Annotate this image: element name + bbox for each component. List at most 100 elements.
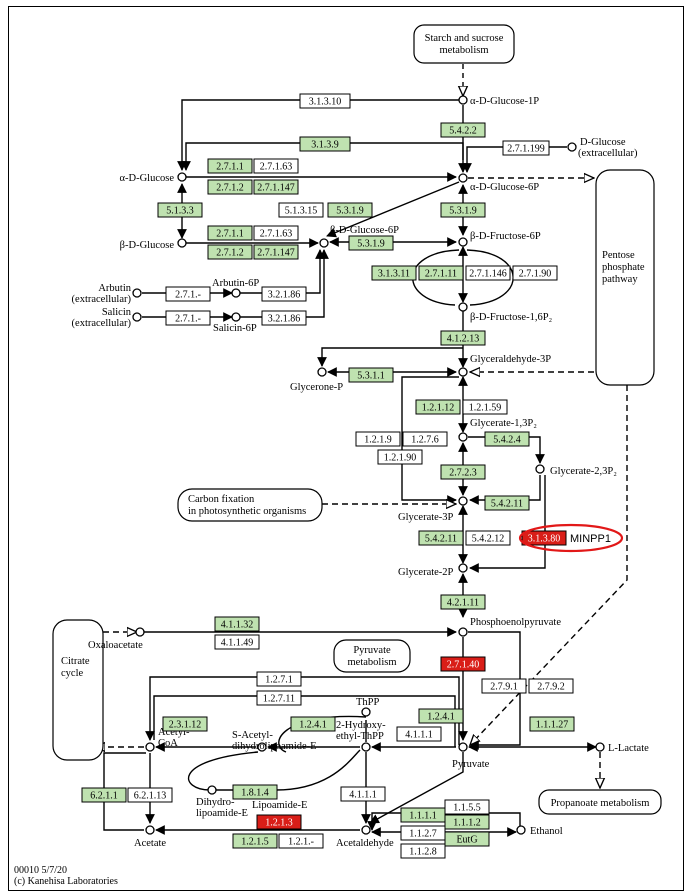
enzyme-4-1-2-13[interactable]: 4.1.2.13 bbox=[440, 330, 486, 346]
enzyme-2-7-1-11[interactable]: 2.7.1.11 bbox=[418, 265, 464, 281]
enzyme-label: 2.7.1.- bbox=[175, 290, 201, 301]
pathway-propanoate[interactable]: Propanoate metabolism bbox=[538, 789, 662, 815]
node-oxaloacetate bbox=[135, 627, 145, 637]
edge-pyr-acald bbox=[369, 752, 464, 824]
pathway-carbon-fixation[interactable]: Carbon fixation in photosynthetic organi… bbox=[177, 488, 323, 522]
enzyme-1-1-2-8[interactable]: 1.1.2.8 bbox=[400, 843, 446, 859]
enzyme-2-3-1-12[interactable]: 2.3.1.12 bbox=[162, 716, 208, 732]
label-thpp: ThPP bbox=[356, 697, 380, 708]
enzyme-box bbox=[348, 367, 394, 383]
enzyme-5-4-2-11[interactable]: 5.4.2.11 bbox=[484, 495, 530, 511]
edge-f16p-glycerone bbox=[317, 347, 463, 367]
pathway-citrate-cycle[interactable]: Citrate cycle bbox=[52, 619, 104, 761]
enzyme-1-2-1-5[interactable]: 1.2.1.5 bbox=[232, 833, 278, 849]
enzyme-5-4-2-2[interactable]: 5.4.2.2 bbox=[440, 122, 486, 138]
enzyme-5-3-1-1[interactable]: 5.3.1.1 bbox=[348, 367, 394, 383]
enzyme-2-7-1[interactable]: 2.7.1.- bbox=[165, 286, 211, 302]
enzyme-3-2-1-86[interactable]: 3.2.1.86 bbox=[261, 310, 307, 326]
pathway-starch-sucrose[interactable]: Starch and sucrose metabolism bbox=[413, 24, 515, 64]
enzyme-label: 2.7.1.- bbox=[175, 314, 201, 325]
enzyme-2-7-1-199[interactable]: 2.7.1.199 bbox=[502, 140, 550, 156]
enzyme-4-1-1-1[interactable]: 4.1.1.1 bbox=[340, 786, 386, 802]
enzyme-1-2-7-11[interactable]: 1.2.7.11 bbox=[256, 690, 302, 706]
enzyme-2-7-2-3[interactable]: 2.7.2.3 bbox=[440, 464, 486, 480]
enzyme-1-1-1-1[interactable]: 1.1.1.1 bbox=[400, 807, 446, 823]
enzyme-1-2-1-3[interactable]: 1.2.1.3 bbox=[256, 814, 302, 830]
enzyme-2-7-1[interactable]: 2.7.1.- bbox=[165, 310, 211, 326]
enzyme-1-2-1-90[interactable]: 1.2.1.90 bbox=[377, 449, 423, 465]
enzyme-3-1-3-11[interactable]: 3.1.3.11 bbox=[371, 265, 417, 281]
enzyme-box bbox=[278, 833, 324, 849]
edge-ag6p-bg6p bbox=[326, 181, 460, 238]
enzyme-2-7-1-40[interactable]: 2.7.1.40 bbox=[440, 656, 486, 672]
enzyme-5-4-2-4[interactable]: 5.4.2.4 bbox=[484, 431, 530, 447]
enzyme-5-3-1-9[interactable]: 5.3.1.9 bbox=[348, 235, 394, 251]
enzyme-1-2-1-9[interactable]: 1.2.1.9 bbox=[355, 431, 401, 447]
enzyme-1-1-2-7[interactable]: 1.1.2.7 bbox=[400, 825, 446, 841]
enzyme-label: 2.7.1.147 bbox=[257, 183, 295, 194]
enzyme-4-1-1-49[interactable]: 4.1.1.49 bbox=[214, 634, 260, 650]
enzyme-5-4-2-11[interactable]: 5.4.2.11 bbox=[418, 530, 464, 546]
enzyme-1-2-1-59[interactable]: 1.2.1.59 bbox=[462, 399, 508, 415]
enzyme-1-2-7-6[interactable]: 1.2.7.6 bbox=[402, 431, 448, 447]
enzyme-1-1-1-27[interactable]: 1.1.1.27 bbox=[529, 716, 575, 732]
enzyme-1-2-7-1[interactable]: 1.2.7.1 bbox=[256, 671, 302, 687]
enzyme-3-1-3-9[interactable]: 3.1.3.9 bbox=[299, 136, 351, 152]
enzyme-2-7-1-63[interactable]: 2.7.1.63 bbox=[253, 225, 299, 241]
enzyme-2-7-1-2[interactable]: 2.7.1.2 bbox=[207, 179, 253, 195]
enzyme-2-7-1-1[interactable]: 2.7.1.1 bbox=[207, 158, 253, 174]
enzyme-1-1-5-5[interactable]: 1.1.5.5 bbox=[444, 799, 490, 815]
enzyme-2-7-1-147[interactable]: 2.7.1.147 bbox=[253, 179, 299, 195]
enzyme-box bbox=[465, 265, 511, 281]
enzyme-1-2-4-1[interactable]: 1.2.4.1 bbox=[418, 708, 464, 724]
enzyme-box bbox=[481, 678, 527, 694]
enzyme-5-1-3-3[interactable]: 5.1.3.3 bbox=[157, 202, 203, 218]
enzyme-2-7-1-2[interactable]: 2.7.1.2 bbox=[207, 244, 253, 260]
enzyme-5-3-1-9[interactable]: 5.3.1.9 bbox=[327, 202, 373, 218]
enzyme-box bbox=[232, 833, 278, 849]
enzyme-box bbox=[484, 495, 530, 511]
enzyme-5-1-3-15[interactable]: 5.1.3.15 bbox=[278, 202, 324, 218]
enzyme-label: 5.1.3.15 bbox=[285, 206, 318, 217]
enzyme-1-2-1-12[interactable]: 1.2.1.12 bbox=[415, 399, 461, 415]
enzyme-5-3-1-9[interactable]: 5.3.1.9 bbox=[440, 202, 486, 218]
enzyme-label: 2.7.1.40 bbox=[447, 660, 480, 671]
enzyme-1-8-1-4[interactable]: 1.8.1.4 bbox=[232, 784, 278, 800]
enzyme-label: 2.7.1.90 bbox=[519, 269, 552, 280]
enzyme-2-7-1-1[interactable]: 2.7.1.1 bbox=[207, 225, 253, 241]
enzyme-box bbox=[418, 530, 464, 546]
node-arbutin-ext bbox=[132, 288, 142, 298]
enzyme-2-7-9-2[interactable]: 2.7.9.2 bbox=[528, 678, 574, 694]
enzyme-box bbox=[253, 244, 299, 260]
enzyme-4-1-1-32[interactable]: 4.1.1.32 bbox=[214, 616, 260, 632]
enzyme-label: 2.7.1.1 bbox=[216, 229, 244, 240]
copyright: (c) Kanehisa Laboratories bbox=[14, 876, 118, 887]
svg-text:metabolism: metabolism bbox=[440, 45, 489, 56]
enzyme-box bbox=[261, 310, 307, 326]
enzyme-2-7-1-147[interactable]: 2.7.1.147 bbox=[253, 244, 299, 260]
enzyme-2-7-1-63[interactable]: 2.7.1.63 bbox=[253, 158, 299, 174]
enzyme-5-4-2-12[interactable]: 5.4.2.12 bbox=[465, 530, 511, 546]
label-bglucose: β-D-Glucose bbox=[120, 240, 175, 251]
enzyme-6-2-1-1[interactable]: 6.2.1.1 bbox=[81, 787, 127, 803]
pathway-pentose-phosphate[interactable]: Pentose phosphate pathway bbox=[595, 169, 655, 386]
pathway-pyruvate-metabolism[interactable]: Pyruvate metabolism bbox=[333, 639, 411, 673]
enzyme-1-1-1-2[interactable]: 1.1.1.2 bbox=[444, 814, 490, 830]
enzyme-1-2-1[interactable]: 1.2.1.- bbox=[278, 833, 324, 849]
label-acetate: Acetate bbox=[134, 838, 166, 849]
enzyme-3-1-3-80[interactable]: 3.1.3.80 bbox=[521, 530, 567, 546]
enzyme-label: 3.1.3.10 bbox=[309, 97, 342, 108]
enzyme-4-2-1-11[interactable]: 4.2.1.11 bbox=[440, 594, 486, 610]
enzyme-2-7-9-1[interactable]: 2.7.9.1 bbox=[481, 678, 527, 694]
edge-ga3p-g3p bbox=[401, 376, 459, 505]
enzyme-3-1-3-10[interactable]: 3.1.3.10 bbox=[299, 93, 351, 109]
enzyme-2-7-1-146[interactable]: 2.7.1.146 bbox=[465, 265, 511, 281]
label-acetyl: Acetyl- bbox=[158, 727, 190, 738]
enzyme-3-2-1-86[interactable]: 3.2.1.86 bbox=[261, 286, 307, 302]
enzyme-6-2-1-13[interactable]: 6.2.1.13 bbox=[127, 787, 173, 803]
enzyme-4-1-1-1[interactable]: 4.1.1.1 bbox=[396, 726, 442, 742]
enzyme-EutG[interactable]: EutG bbox=[444, 831, 490, 847]
edge-pentose-pyruvate bbox=[470, 385, 628, 745]
enzyme-2-7-1-90[interactable]: 2.7.1.90 bbox=[512, 265, 558, 281]
enzyme-1-2-4-1[interactable]: 1.2.4.1 bbox=[290, 716, 336, 732]
